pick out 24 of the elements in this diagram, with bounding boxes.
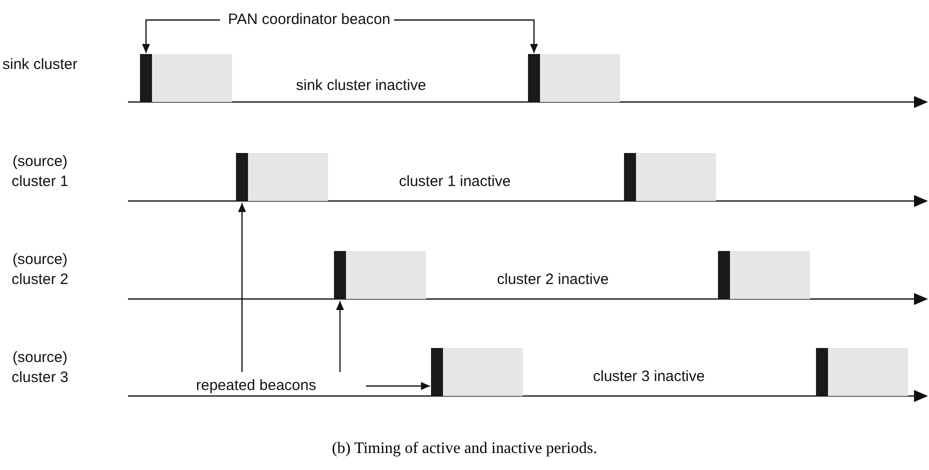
beacon-and-active-period-drawing [718,251,810,299]
beacon-and-active-period-drawing [334,251,426,299]
period-label: cluster 3 inactive [593,368,705,385]
beacon-and-active-period-drawing [431,348,523,396]
row-label: (source) cluster 3 [10,348,70,388]
row-label: (source) cluster 2 [10,250,70,290]
row-label: (source) cluster 1 [10,152,70,192]
leader-line [394,19,538,53]
period-label: sink cluster inactive [296,77,426,94]
beacon-and-active-period-drawing [140,54,232,102]
leader-line [366,382,430,390]
leader-line [142,19,220,53]
callout-label: PAN coordinator beacon [228,11,390,28]
leader-line [336,301,344,372]
leader-line [238,203,246,372]
beacon-and-active-period-drawing [236,153,328,201]
callout-label: repeated beacons [196,377,316,394]
row-label: sink cluster [1,55,79,75]
beacon-and-active-period-drawing [624,153,716,201]
beacon-and-active-period-drawing [816,348,908,396]
figure-caption: (b) Timing of active and inactive periods. [330,440,598,458]
period-label: cluster 1 inactive [399,173,511,190]
beacon-and-active-period-drawing [528,54,620,102]
period-label: cluster 2 inactive [497,271,609,288]
